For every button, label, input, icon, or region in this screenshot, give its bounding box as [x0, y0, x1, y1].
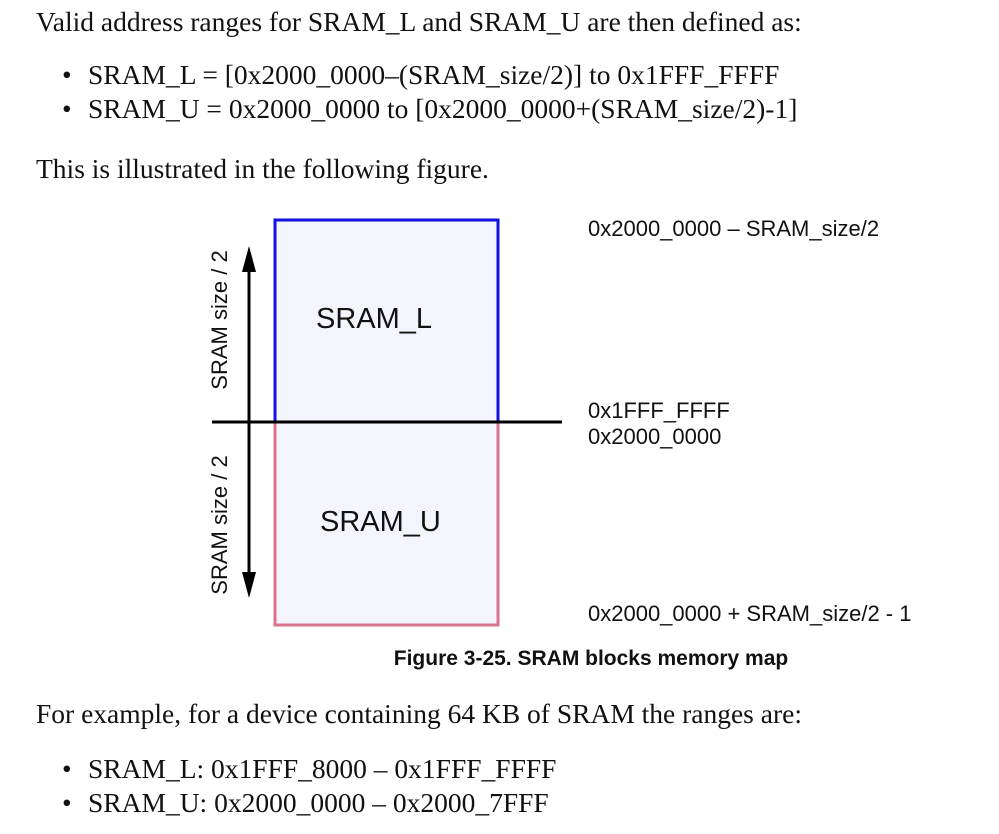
arrow-up-icon	[242, 246, 256, 272]
intro-text: Valid address ranges for SRAM_L and SRAM…	[36, 6, 802, 37]
size-label-lower: SRAM size / 2	[207, 455, 232, 595]
figure-caption: Figure 3-25. SRAM blocks memory map	[393, 647, 789, 670]
addr-top: 0x2000_0000 – SRAM_size/2	[588, 216, 880, 241]
illustrated-text: This is illustrated in the following fig…	[36, 153, 489, 184]
bullet-icon: •	[62, 787, 72, 818]
bullet-icon: •	[62, 59, 72, 90]
bullet-icon: •	[62, 753, 72, 784]
sram-l-label: SRAM_L	[316, 303, 433, 335]
example-intro: For example, for a device containing 64 …	[36, 698, 802, 729]
sram-u-block	[273, 420, 500, 627]
definition-sram-u: SRAM_U = 0x2000_0000 to [0x2000_0000+(SR…	[88, 93, 798, 124]
sram-u-label: SRAM_U	[320, 506, 441, 538]
arrow-down-icon	[242, 572, 256, 598]
size-label-upper: SRAM size / 2	[207, 250, 232, 390]
example-sram-u: SRAM_U: 0x2000_0000 – 0x2000_7FFF	[88, 787, 549, 818]
addr-mid-1: 0x1FFF_FFFF	[588, 398, 730, 423]
bullet-icon: •	[62, 93, 72, 124]
addr-mid-2: 0x2000_0000	[588, 424, 722, 449]
sram-l-block	[273, 218, 500, 424]
addr-bottom: 0x2000_0000 + SRAM_size/2 - 1	[588, 601, 912, 626]
example-sram-l: SRAM_L: 0x1FFF_8000 – 0x1FFF_FFFF	[88, 753, 557, 784]
definition-sram-l: SRAM_L = [0x2000_0000–(SRAM_size/2)] to …	[88, 59, 780, 90]
